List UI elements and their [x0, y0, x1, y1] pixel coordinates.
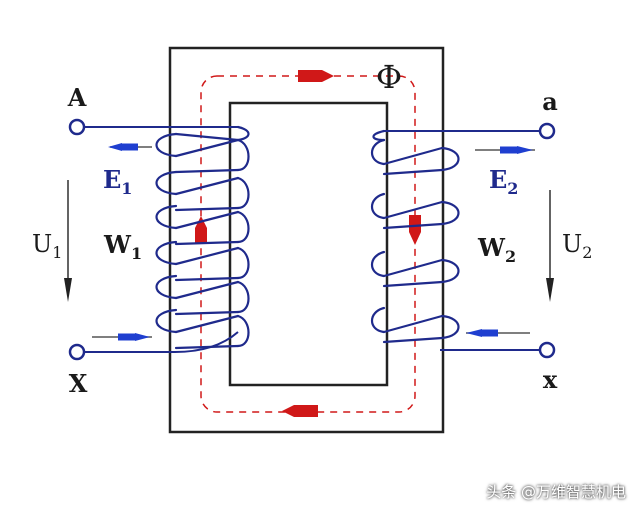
secondary-turn-back: [382, 336, 444, 344]
voltage-label-u2: U2: [562, 230, 592, 262]
secondary-turn-back: [382, 280, 444, 288]
voltage-arrow-u1: [64, 180, 72, 302]
core-window: [228, 101, 389, 387]
terminal-label-X: X: [69, 369, 88, 398]
emf-arrows: [92, 143, 535, 341]
primary-turn-outer: [155, 240, 178, 266]
terminal-label-A: A: [67, 83, 87, 112]
secondary-winding: [370, 129, 460, 344]
transformer-core: [168, 46, 445, 434]
secondary-turn-front: [382, 200, 444, 220]
emf-arrow-e2: [475, 146, 535, 154]
primary-turn-back: [174, 240, 240, 246]
primary-turn-inner: [236, 314, 250, 348]
emf-label-e2: E2: [489, 165, 518, 198]
primary-turn-outer: [155, 204, 178, 230]
primary-turn-front: [174, 246, 240, 266]
secondary-turn-front: [382, 258, 444, 278]
terminals: [68, 118, 556, 361]
voltage-arrow-u2: [546, 190, 554, 302]
flux-arrow-right: [409, 215, 421, 245]
secondary-turn-outer: [440, 146, 460, 172]
secondary-turn-back: [382, 168, 444, 176]
emf-label-e1: E1: [103, 165, 132, 198]
primary-turn-inner: [236, 176, 250, 210]
turns-label-w1: W1: [103, 230, 142, 263]
primary-turn-outer: [155, 132, 178, 158]
secondary-turn-front: [382, 314, 444, 334]
flux-symbol: Φ: [376, 58, 402, 96]
secondary-turn-back: [382, 222, 444, 230]
primary-turn-inner: [236, 210, 250, 244]
primary-turn-front: [174, 280, 240, 300]
primary-turn-outer: [155, 274, 178, 300]
primary-turn-front: [174, 176, 240, 196]
secondary-leads: [384, 130, 540, 351]
voltage-arrows: [64, 180, 554, 302]
terminal-label-x: x: [543, 365, 558, 394]
secondary-turn-outer: [440, 314, 460, 340]
secondary-turn-outer: [440, 258, 460, 284]
terminal-a: [538, 122, 556, 140]
primary-turn-front: [174, 210, 240, 230]
secondary-turn-inner: [370, 306, 386, 334]
secondary-turn-front: [382, 146, 444, 166]
primary-turn-back: [174, 344, 240, 350]
flux-arrow-bottom: [282, 405, 318, 417]
emf-arrow-output: [466, 329, 530, 337]
primary-turn-back: [174, 206, 240, 212]
terminal-X: [68, 343, 86, 361]
terminal-x: [538, 341, 556, 359]
turns-label-w2: W2: [477, 233, 516, 266]
voltage-label-u1: U1: [32, 230, 62, 262]
primary-turn-inner: [236, 246, 250, 280]
primary-turn-outer: [155, 308, 178, 334]
flux-arrow-top: [298, 70, 334, 82]
primary-turn-front: [174, 138, 240, 158]
primary-winding: [155, 125, 250, 350]
emf-arrow-input: [92, 333, 152, 341]
primary-turn-back: [174, 276, 240, 282]
primary-turn-back: [174, 310, 240, 316]
secondary-turn-outer: [440, 200, 460, 226]
primary-leads: [82, 126, 239, 353]
terminal-label-a: a: [542, 87, 558, 116]
core-outer: [168, 46, 445, 434]
primary-turn-inner: [236, 138, 250, 172]
labels: A X a x E1 E2 U1 U2 W1 W2: [32, 83, 592, 398]
primary-turn-entry: [174, 125, 250, 142]
secondary-turn-inner: [370, 250, 386, 278]
primary-turn-back: [174, 168, 240, 174]
primary-turn-front: [174, 314, 240, 334]
secondary-turn-inner: [370, 192, 386, 220]
emf-arrow-e1: [108, 143, 152, 151]
primary-turn-outer: [155, 170, 178, 196]
secondary-turn-inner: [370, 138, 386, 166]
secondary-turn-entry: [372, 129, 386, 142]
primary-turn-inner: [236, 280, 250, 314]
primary-lead-bottom-return: [174, 331, 239, 353]
terminal-A: [68, 118, 86, 136]
watermark: 头条 @万维智慧机电: [486, 483, 626, 501]
